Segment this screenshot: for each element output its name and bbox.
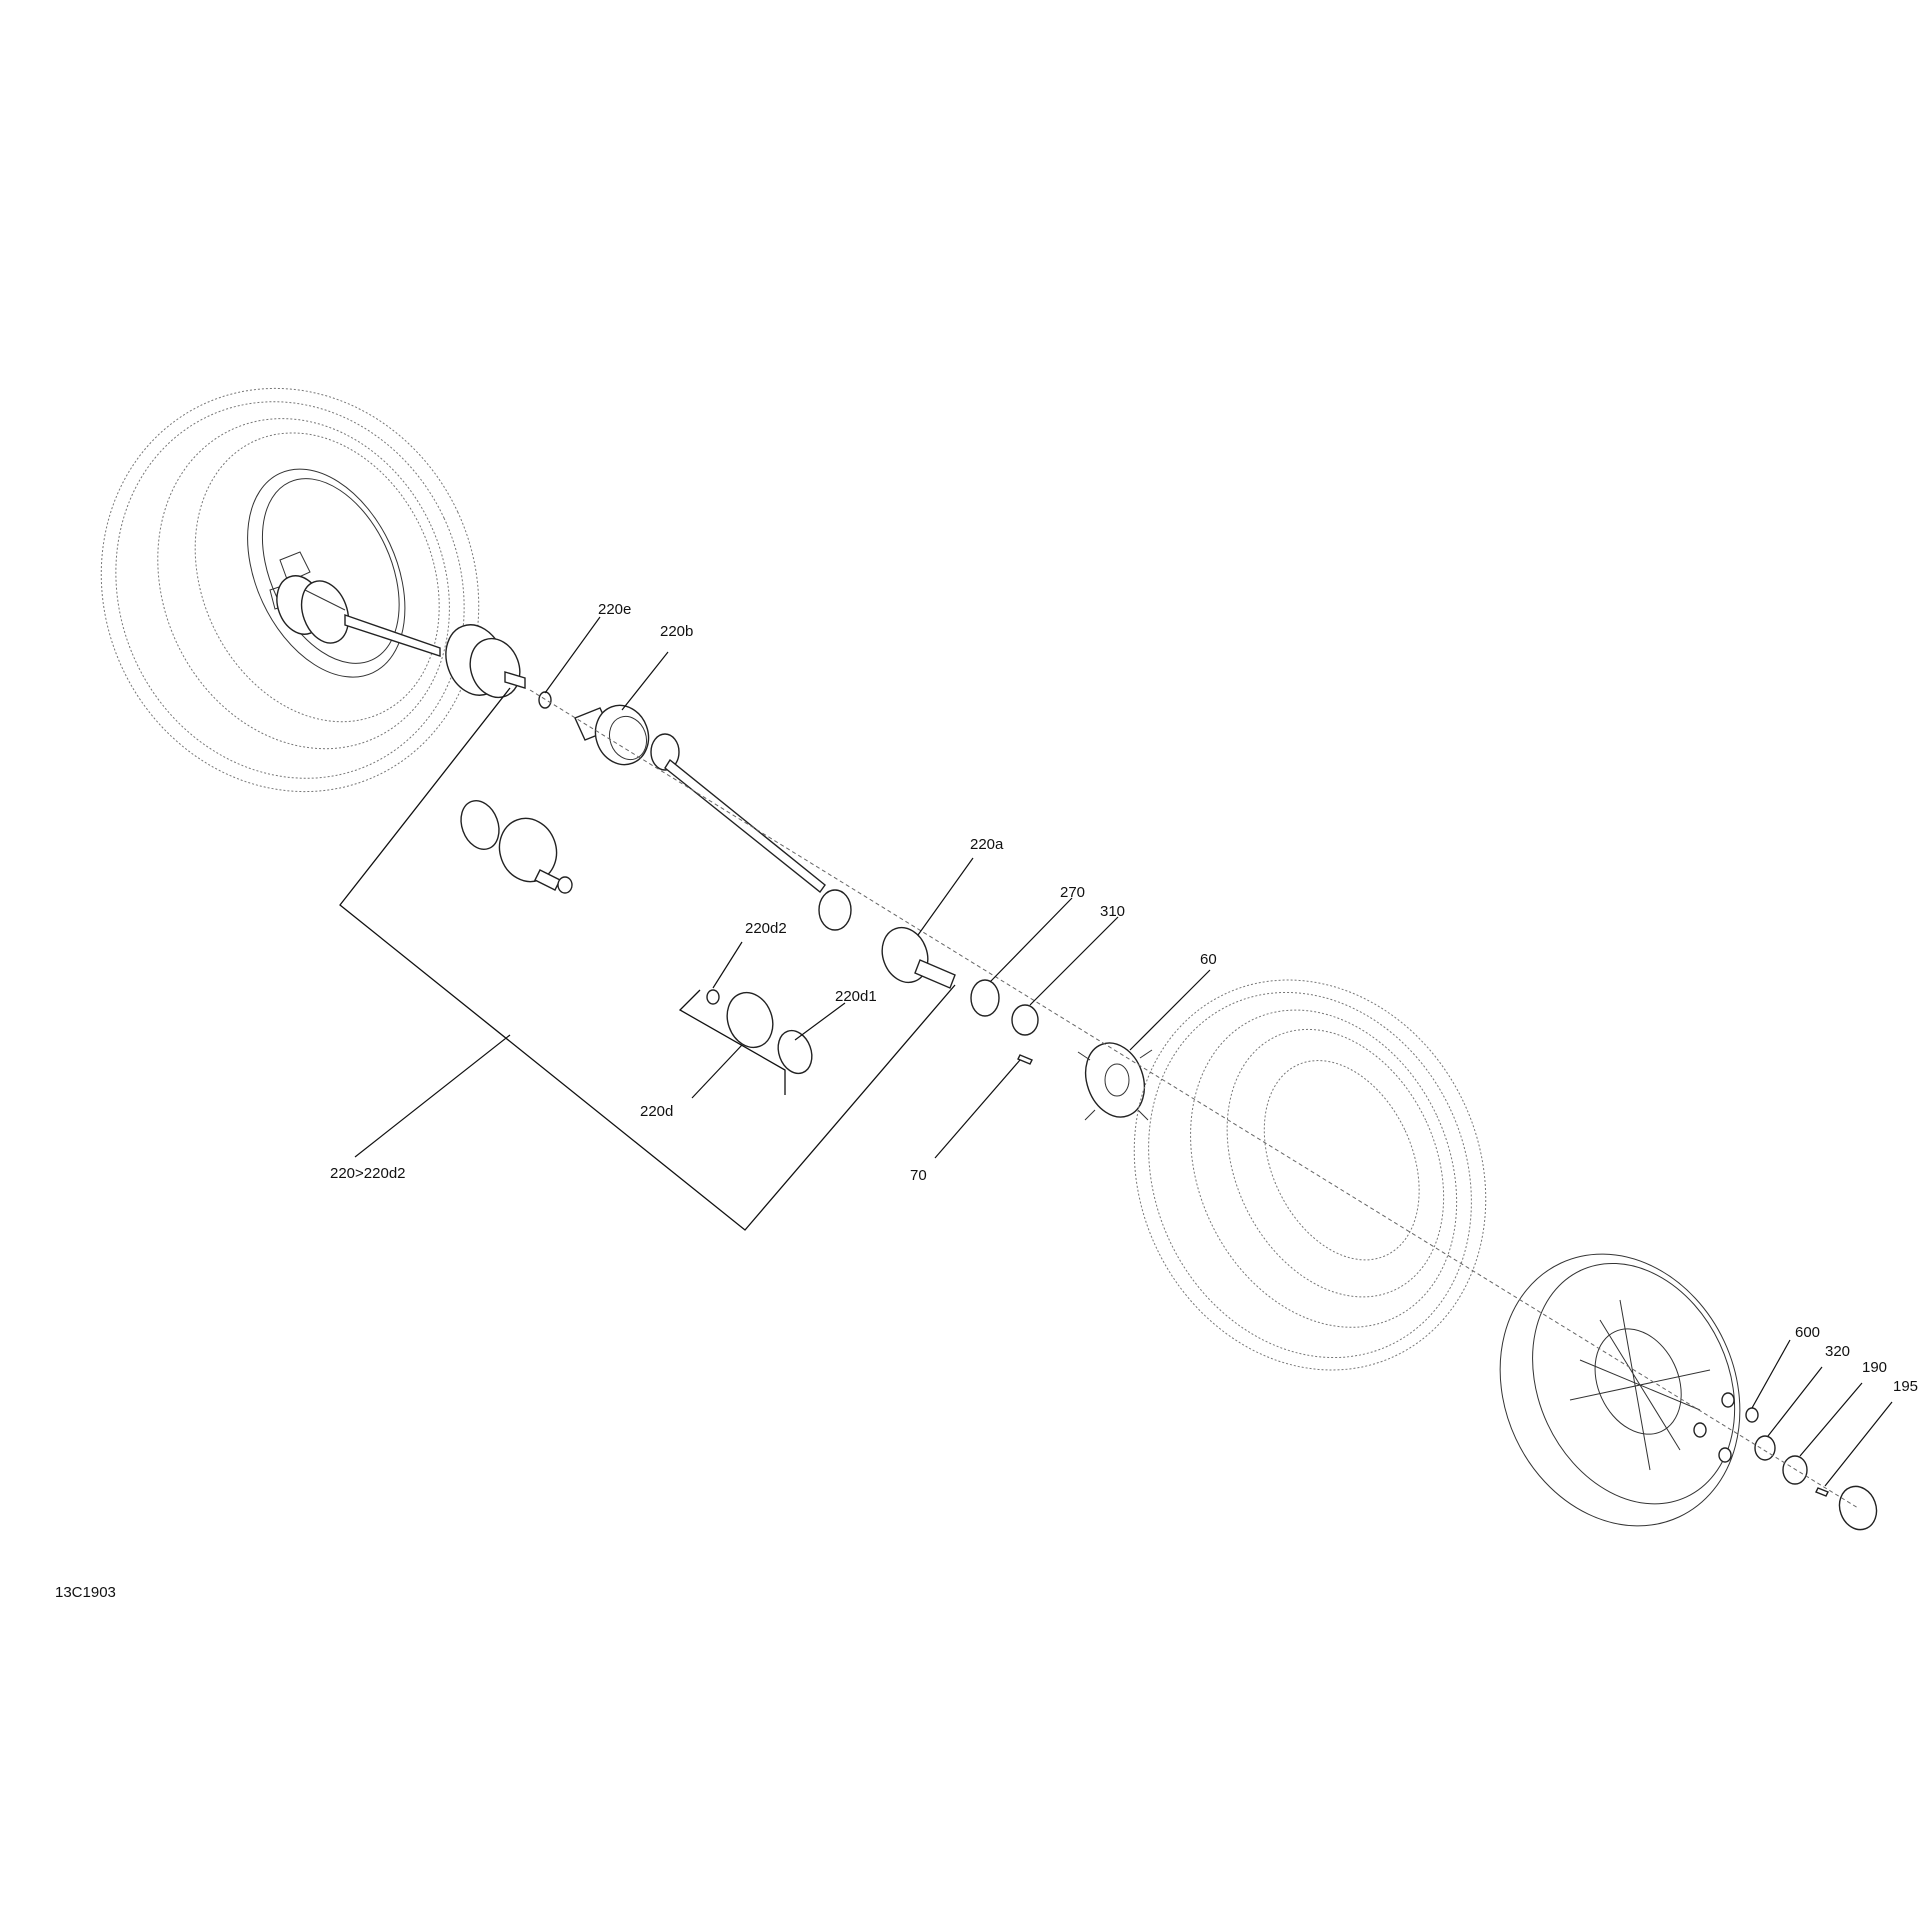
lug-hardware <box>1693 1392 1878 1531</box>
spacer-270 <box>970 979 1000 1017</box>
right-wheel-rim <box>1499 1253 1741 1527</box>
callout-70: 70 <box>910 1167 927 1184</box>
cv-boot-kit-220d <box>706 989 813 1075</box>
callout-195: 195 <box>1893 1378 1918 1395</box>
callout-600: 600 <box>1795 1324 1820 1341</box>
tripod-housing-220b <box>574 704 650 766</box>
group-bracket-220d <box>678 989 786 1095</box>
pin-70 <box>1017 1054 1033 1065</box>
callout-60: 60 <box>1200 951 1217 968</box>
callout-310: 310 <box>1100 903 1125 920</box>
callout-220d1: 220d1 <box>835 988 877 1005</box>
callout-220e: 220e <box>598 601 631 618</box>
callout-190: 190 <box>1862 1359 1887 1376</box>
figure-code: 13C1903 <box>55 1584 116 1601</box>
cv-joint-220a <box>881 926 956 989</box>
cv-boot-kit-left <box>460 800 573 894</box>
callout-320: 320 <box>1825 1343 1850 1360</box>
intermediate-shaft <box>650 733 852 931</box>
callout-220d2: 220d2 <box>745 920 787 937</box>
circlip-220e <box>538 691 552 709</box>
callout-220b: 220b <box>660 623 693 640</box>
callout-220-range: 220>220d2 <box>330 1165 406 1182</box>
left-tire-wheel <box>100 387 480 793</box>
right-tire <box>1133 979 1487 1371</box>
callout-270: 270 <box>1060 884 1085 901</box>
ring-310 <box>1011 1004 1039 1036</box>
callout-220d: 220d <box>640 1103 673 1120</box>
group-bracket-220 <box>339 687 956 1231</box>
wheel-hub-60 <box>1077 1042 1153 1121</box>
left-drive-shaft <box>276 575 526 699</box>
callout-220a: 220a <box>970 836 1004 853</box>
